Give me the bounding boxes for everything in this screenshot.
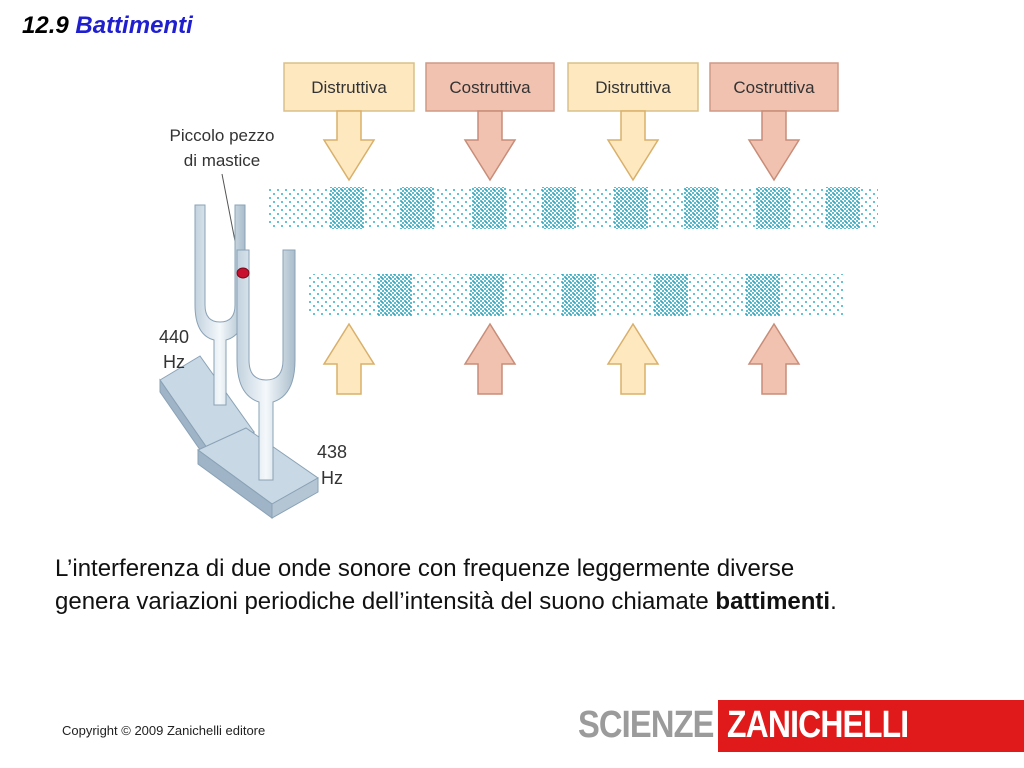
- putty-label-line1: Piccolo pezzo: [170, 126, 275, 145]
- caption-line-1: L’interferenza di due onde sonore con fr…: [55, 555, 795, 582]
- caption-period: .: [830, 588, 837, 615]
- tuning-fork-438: [197, 249, 319, 519]
- fork-440-frequency: 440: [159, 327, 189, 347]
- beats-diagram: Distruttiva Costruttiva Distruttiva Cost…: [159, 62, 878, 519]
- down-arrow-destructive-2: [606, 110, 660, 182]
- svg-text:Costruttiva: Costruttiva: [449, 78, 531, 97]
- putty-label-line2: di mastice: [184, 151, 261, 170]
- sound-wave-band-top: [268, 187, 878, 229]
- slide-title: 12.9 Battimenti: [22, 12, 193, 40]
- fork-438-frequency: 438: [317, 442, 347, 462]
- up-arrow-constructive-1: [463, 322, 517, 395]
- brand-zanichelli-text: ZANICHELLI: [727, 704, 909, 746]
- putty-blob: [236, 267, 250, 279]
- sound-wave-band-bottom: [308, 274, 844, 316]
- copyright-notice: Copyright © 2009 Zanichelli editore: [62, 723, 266, 738]
- label-box-constructive-2: Costruttiva: [709, 62, 839, 112]
- up-arrow-destructive-2: [606, 322, 660, 395]
- svg-text:Costruttiva: Costruttiva: [733, 78, 815, 97]
- tuning-fork-440: [159, 204, 255, 472]
- section-number: 12.9: [22, 12, 69, 39]
- caption-line-2: genera variazioni periodiche dell’intens…: [55, 585, 995, 618]
- up-arrow-constructive-2: [747, 322, 801, 395]
- up-arrow-destructive-1: [322, 322, 376, 395]
- label-box-destructive-1: Distruttiva: [283, 62, 415, 112]
- fork-440-unit: Hz: [163, 352, 185, 372]
- brand-scienze-logo: SCIENZE: [578, 704, 714, 746]
- section-title: Battimenti: [75, 12, 193, 39]
- caption: L’interferenza di due onde sonore con fr…: [55, 552, 995, 618]
- brand-zanichelli-logo: ZANICHELLI: [718, 700, 1024, 752]
- caption-line-2-text: genera variazioni periodiche dell’intens…: [55, 588, 716, 615]
- svg-text:Distruttiva: Distruttiva: [311, 78, 387, 97]
- down-arrow-constructive-1: [463, 110, 517, 182]
- down-arrow-constructive-2: [747, 110, 801, 182]
- label-box-constructive-1: Costruttiva: [425, 62, 555, 112]
- fork-438-unit: Hz: [321, 468, 343, 488]
- label-box-destructive-2: Distruttiva: [567, 62, 699, 112]
- caption-keyword: battimenti: [715, 588, 831, 615]
- down-arrow-destructive-1: [322, 110, 376, 182]
- svg-text:Distruttiva: Distruttiva: [595, 78, 671, 97]
